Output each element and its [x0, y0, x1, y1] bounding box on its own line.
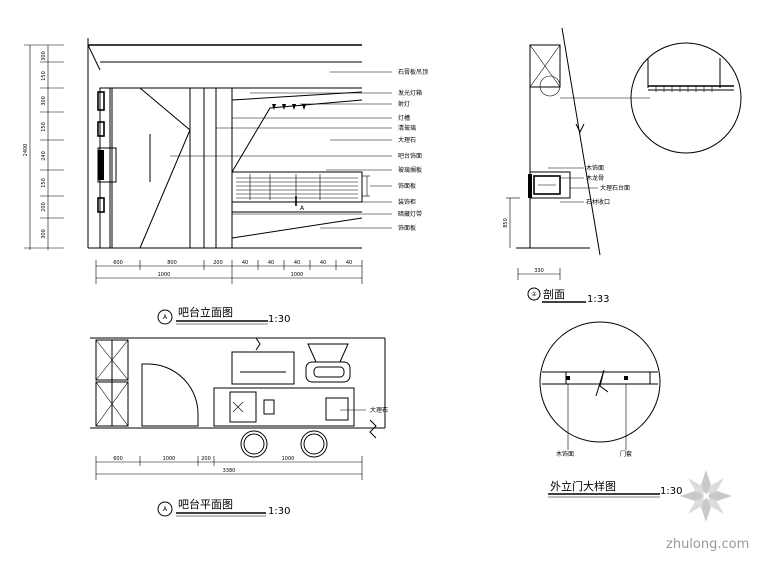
door-callout: 门套: [620, 450, 632, 458]
bottom-dim: 800: [167, 260, 177, 266]
callout-label: 饰面板: [398, 224, 416, 232]
section-view: 850 330 木饰面 木龙骨 大理石台面 石材收口 ② 剖面 1:33: [503, 27, 650, 305]
plan-dim: 1000: [163, 456, 176, 462]
overall-height: 2400: [23, 144, 29, 157]
section-tag: A: [300, 205, 305, 212]
plan-badge: A: [163, 506, 168, 513]
left-dim: 300: [41, 51, 47, 61]
left-dim: 150: [41, 178, 47, 188]
left-dim: 240: [41, 151, 47, 161]
section-scale: 1:33: [587, 294, 609, 305]
section-bottom-dim: 330: [534, 268, 544, 274]
section-badge: ②: [531, 291, 537, 298]
callout-label: 发光灯箱: [398, 89, 422, 97]
plan-dim: 600: [113, 456, 123, 462]
section-callout: 大理石台面: [600, 184, 630, 192]
left-dim: 200: [41, 202, 47, 212]
bar-stool-seat: [243, 433, 265, 455]
spotlight-row: [272, 104, 306, 110]
callout-label: 暗藏灯带: [398, 210, 422, 218]
elevation-title: 吧台立面图: [178, 305, 233, 319]
section-side-dim: 850: [503, 218, 509, 228]
callout-label: 饰面板: [398, 182, 416, 190]
shelf-hatch: [236, 174, 358, 200]
callout-label: 玻璃搁板: [398, 166, 422, 174]
plan-title-block: A 吧台平面图 1:30: [157, 497, 290, 517]
elevation-badge: A: [163, 314, 168, 321]
section-callout: 木龙骨: [586, 174, 604, 182]
door-detail-circle: 木饰面 门套 外立门大样图 1:30: [539, 321, 682, 498]
elevation-title-block: A 吧台立面图 1:30: [157, 305, 290, 325]
bottom-dim: 1000: [158, 272, 171, 278]
bottom-dim: 40: [268, 260, 274, 266]
callout-label: 吧台饰面: [398, 152, 422, 160]
callout-label: 石膏板吊顶: [398, 68, 428, 76]
left-dim: 150: [41, 71, 47, 81]
bar-elevation: 300 150 300 150 240 150 200 300 2400: [23, 38, 428, 325]
bottom-dim: 1000: [291, 272, 304, 278]
bottom-dim: 40: [294, 260, 300, 266]
door-callout: 木饰面: [556, 450, 574, 458]
callout-label: 清玻璃: [398, 124, 416, 132]
watermark: zhulong.com: [666, 470, 749, 552]
callout-label: 大理石: [398, 136, 416, 144]
plan-dim: 200: [201, 456, 211, 462]
bar-stool: [240, 430, 268, 458]
elevation-callouts: 石膏板吊顶 发光灯箱 射灯 灯槽 清玻璃 大理石 吧台饰面 玻璃搁板 饰面板 装…: [170, 68, 428, 232]
callout-label: 灯槽: [398, 114, 410, 122]
ceiling-detail-circle: [630, 42, 742, 154]
plan-callout: 大理石: [370, 406, 388, 414]
plan-scale: 1:30: [268, 506, 290, 517]
plan-overall: 3380: [223, 468, 236, 474]
bar-stool: [300, 430, 328, 458]
section-title-block: ② 剖面 1:33: [527, 287, 609, 305]
bar-stool-seat: [303, 433, 325, 455]
bottom-dim: 40: [242, 260, 248, 266]
left-dim: 300: [41, 96, 47, 106]
section-callout: 木饰面: [586, 164, 604, 172]
left-dim: 300: [41, 229, 47, 239]
bottom-dim: 600: [113, 260, 123, 266]
watermark-text: zhulong.com: [666, 537, 749, 552]
plan-dim: 1000: [282, 456, 295, 462]
ceiling-ticks: [655, 86, 713, 92]
callout-label: 射灯: [398, 100, 410, 108]
detail-title-block: 外立门大样图 1:30: [548, 479, 682, 498]
detail-title: 外立门大样图: [550, 479, 616, 493]
watermark-logo-icon: [680, 470, 732, 522]
callout-label: 装饰柜: [398, 198, 416, 206]
elevation-scale: 1:30: [268, 314, 290, 325]
section-callout: 石材收口: [586, 198, 610, 206]
bar-plan: 大理石 600 1000 200 1000 3380 A 吧台平面图 1:30: [90, 337, 388, 517]
bottom-dim: 200: [213, 260, 223, 266]
left-dim: 150: [41, 122, 47, 132]
section-title: 剖面: [543, 287, 565, 301]
plan-title: 吧台平面图: [178, 497, 233, 511]
bottom-dim: 40: [320, 260, 326, 266]
bottom-dim: 40: [346, 260, 352, 266]
detail-scale: 1:30: [660, 486, 682, 497]
